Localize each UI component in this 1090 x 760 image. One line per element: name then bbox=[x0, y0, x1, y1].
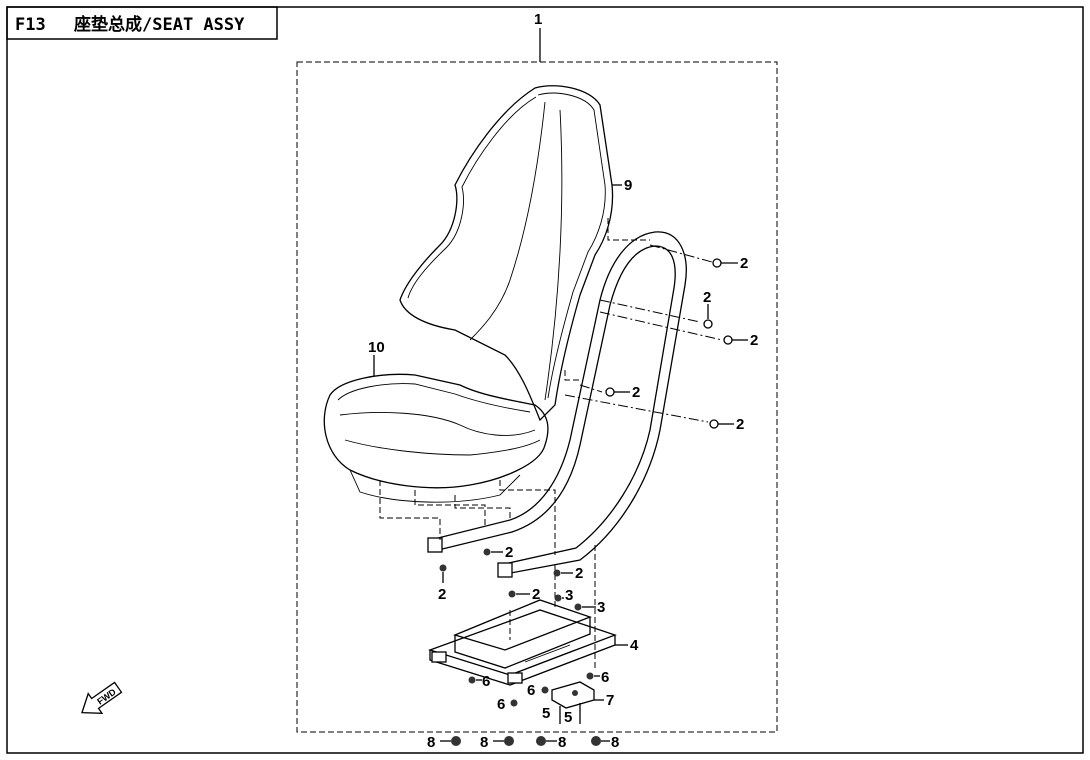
callout-8-d: 8 bbox=[611, 734, 619, 751]
seat-base-plate bbox=[427, 599, 617, 686]
seat-frame bbox=[427, 231, 687, 578]
callout-3-b: 3 bbox=[597, 599, 605, 616]
callout-1: 1 bbox=[534, 11, 542, 28]
callout-5-a: 5 bbox=[542, 705, 550, 722]
callout-8-a: 8 bbox=[427, 734, 435, 751]
callout-7: 7 bbox=[606, 692, 614, 709]
callout-2-d: 2 bbox=[632, 384, 640, 401]
callout-5-b: 5 bbox=[564, 709, 572, 726]
callout-6-c: 6 bbox=[601, 669, 609, 686]
seat-backrest bbox=[399, 85, 614, 422]
callout-8-c: 8 bbox=[558, 734, 566, 751]
figure-title: 座垫总成/SEAT ASSY bbox=[74, 14, 245, 35]
callout-10: 10 bbox=[368, 339, 385, 356]
assembly-boundary bbox=[296, 61, 778, 733]
callout-2-f: 2 bbox=[505, 544, 513, 561]
bracket bbox=[551, 681, 595, 724]
callout-6-b: 6 bbox=[527, 682, 535, 699]
nut-row bbox=[440, 736, 610, 746]
callout-4: 4 bbox=[630, 637, 639, 654]
callout-3-a: 3 bbox=[565, 587, 573, 604]
callout-2-b: 2 bbox=[703, 289, 711, 306]
callout-2-i: 2 bbox=[532, 586, 540, 603]
callout-8-b: 8 bbox=[480, 734, 488, 751]
bolt-group-lower bbox=[439, 548, 573, 598]
callout-6-a: 6 bbox=[482, 673, 490, 690]
callout-6-d: 6 bbox=[497, 696, 505, 713]
seat-cushion bbox=[323, 373, 549, 503]
title-block: F13 座垫总成/SEAT ASSY bbox=[6, 6, 278, 40]
page-border bbox=[6, 6, 1084, 754]
callout-2-e: 2 bbox=[736, 416, 744, 433]
figure-code: F13 bbox=[15, 15, 46, 35]
callout-2-h: 2 bbox=[575, 565, 583, 582]
callout-2-a: 2 bbox=[740, 255, 748, 272]
callout-2-g: 2 bbox=[438, 586, 446, 603]
callout-9: 9 bbox=[624, 177, 632, 194]
forward-arrow-icon: FWD bbox=[81, 681, 123, 714]
bolt-group-frame bbox=[605, 258, 748, 429]
callout-2-c: 2 bbox=[750, 332, 758, 349]
